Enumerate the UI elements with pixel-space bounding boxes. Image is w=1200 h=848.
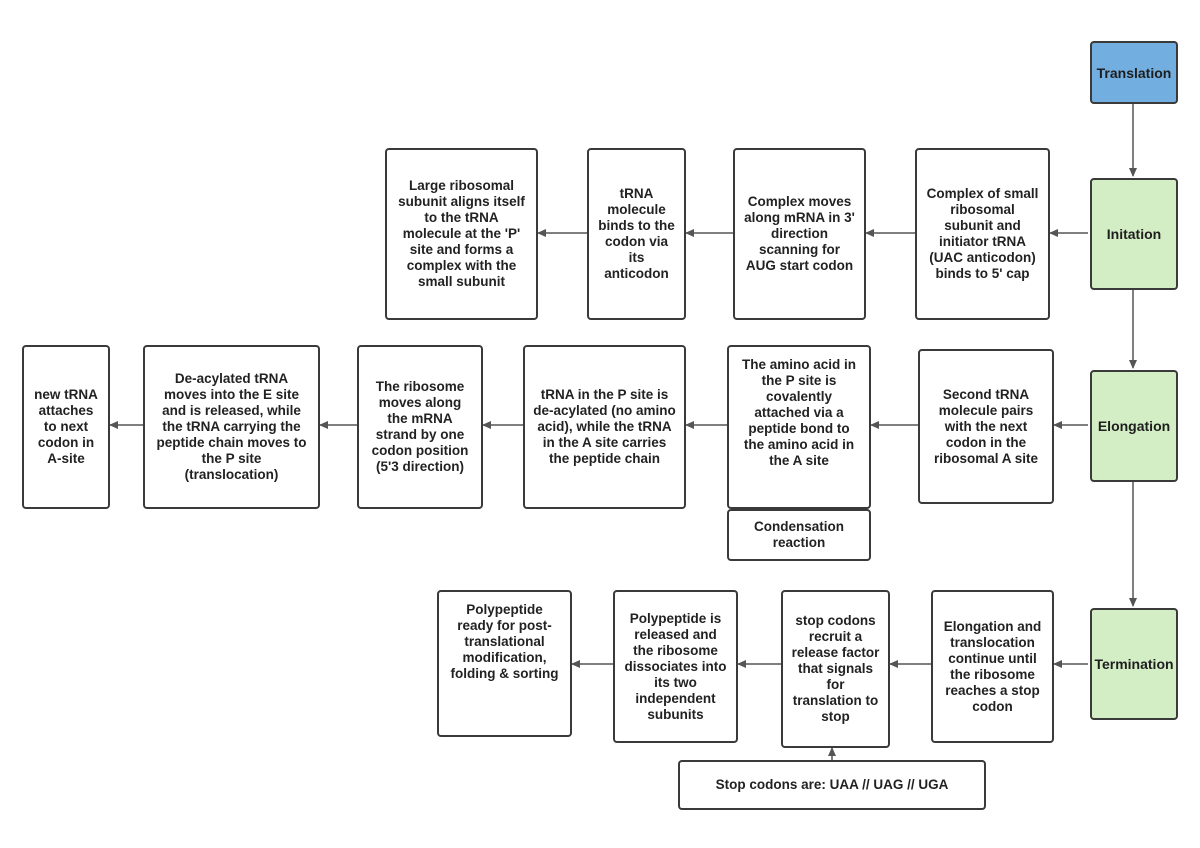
elongation-step-5: De-acylated tRNA moves into the E site a… [143, 345, 320, 509]
initiation-step-2: Complex moves along mRNA in 3' direction… [733, 148, 866, 320]
stage-termination: Termination [1090, 608, 1178, 720]
termination-step-2: stop codons recruit a release factor tha… [781, 590, 890, 748]
initiation-step-4: Large ribosomal subunit aligns itself to… [385, 148, 538, 320]
elongation-step-4: The ribosome moves along the mRNA strand… [357, 345, 483, 509]
termination-step-3-text: Polypeptide is released and the ribosome… [624, 610, 727, 722]
initiation-step-4-text: Large ribosomal subunit aligns itself to… [398, 178, 525, 289]
termination-step-3: Polypeptide is released and the ribosome… [613, 590, 738, 743]
termination-step-2-text: stop codons recruit a release factor tha… [791, 613, 880, 724]
termination-step-4: Polypeptide ready for post-translational… [437, 590, 572, 737]
elongation-step-2-text: The amino acid in the P site is covalent… [741, 357, 857, 468]
initiation-step-1: Complex of small ribosomal subunit and i… [915, 148, 1050, 320]
initiation-step-2-text: Complex moves along mRNA in 3' direction… [744, 194, 855, 273]
termination-note-text: Stop codons are: UAA // UAG // UGA [715, 777, 949, 792]
elongation-step-3-text: tRNA in the P site is de-acylated (no am… [533, 387, 676, 466]
termination-step-4-text: Polypeptide ready for post-translational… [450, 602, 559, 681]
stage-translation: Translation [1090, 41, 1178, 104]
stage-elongation-label: Elongation [1097, 418, 1171, 434]
stage-initiation-label: Initation [1106, 226, 1162, 242]
initiation-step-3: tRNA molecule binds to the codon via its… [587, 148, 686, 320]
elongation-step-2: The amino acid in the P site is covalent… [727, 345, 871, 509]
elongation-note: Condensation reaction [727, 509, 871, 561]
stage-termination-label: Termination [1094, 656, 1174, 672]
termination-step-1-text: Elongation and translocation continue un… [943, 618, 1042, 714]
elongation-step-1: Second tRNA molecule pairs with the next… [918, 349, 1054, 504]
elongation-step-5-text: De-acylated tRNA moves into the E site a… [156, 371, 307, 482]
elongation-note-text: Condensation reaction [754, 519, 844, 550]
termination-note: Stop codons are: UAA // UAG // UGA [678, 760, 986, 810]
elongation-step-6-text: new tRNA attaches to next codon in A-sit… [34, 387, 98, 466]
initiation-step-3-text: tRNA molecule binds to the codon via its… [598, 186, 675, 281]
elongation-step-3: tRNA in the P site is de-acylated (no am… [523, 345, 686, 509]
elongation-step-6: new tRNA attaches to next codon in A-sit… [22, 345, 110, 509]
stage-translation-label: Translation [1096, 64, 1172, 81]
termination-step-1: Elongation and translocation continue un… [931, 590, 1054, 743]
elongation-step-4-text: The ribosome moves along the mRNA strand… [371, 379, 469, 474]
stage-elongation: Elongation [1090, 370, 1178, 482]
initiation-step-1-text: Complex of small ribosomal subunit and i… [926, 186, 1039, 281]
stage-initiation: Initation [1090, 178, 1178, 290]
elongation-step-1-text: Second tRNA molecule pairs with the next… [933, 386, 1039, 466]
